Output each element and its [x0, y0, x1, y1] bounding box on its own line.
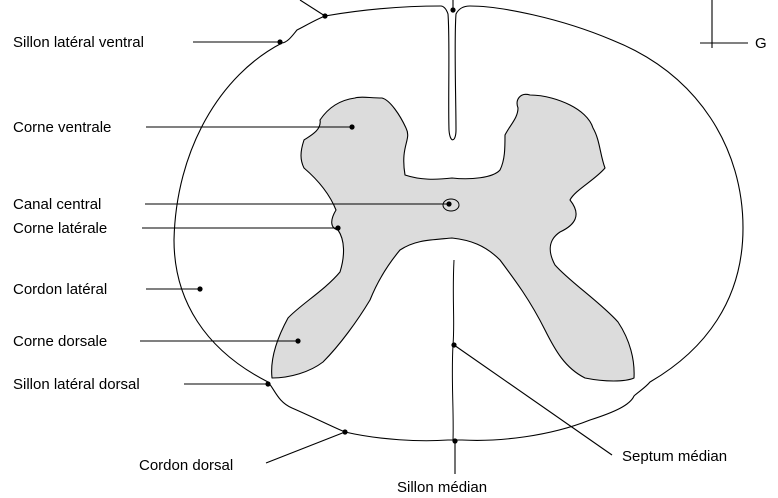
dot-sillon-lateral-dorsal: [265, 381, 271, 387]
dot-sillon-lateral-ventral: [277, 39, 283, 45]
label-orientation-g: G: [755, 35, 767, 52]
dot-cordon-dorsal: [342, 429, 348, 435]
dot-top-left: [322, 13, 328, 19]
grey-matter: [271, 93, 635, 382]
dot-corne-laterale: [335, 225, 341, 231]
dot-corne-dorsale: [295, 338, 301, 344]
label-cordon-dorsal: Cordon dorsal: [139, 457, 233, 474]
label-sillon-lateral-dorsal: Sillon latéral dorsal: [13, 376, 140, 393]
label-corne-ventrale: Corne ventrale: [13, 119, 111, 136]
dot-cordon-lateral: [197, 286, 203, 292]
label-corne-dorsale: Corne dorsale: [13, 333, 107, 350]
leader-septum-median: [453, 344, 613, 456]
dot-canal-central: [446, 201, 452, 207]
dot-top-center: [450, 7, 456, 13]
label-canal-central: Canal central: [13, 196, 101, 213]
dot-septum-median: [451, 342, 457, 348]
dot-corne-ventrale: [349, 124, 355, 130]
label-cordon-lateral: Cordon latéral: [13, 281, 107, 298]
dot-sillon-median: [452, 438, 458, 444]
leader-top-left: [299, 0, 326, 17]
label-sillon-lateral-ventral: Sillon latéral ventral: [13, 34, 144, 51]
label-corne-laterale: Corne latérale: [13, 220, 107, 237]
central-canal: [442, 198, 460, 212]
label-sillon-median: Sillon médian: [397, 479, 487, 496]
leader-cordon-dorsal: [265, 431, 346, 464]
label-septum-median: Septum médian: [622, 448, 727, 465]
